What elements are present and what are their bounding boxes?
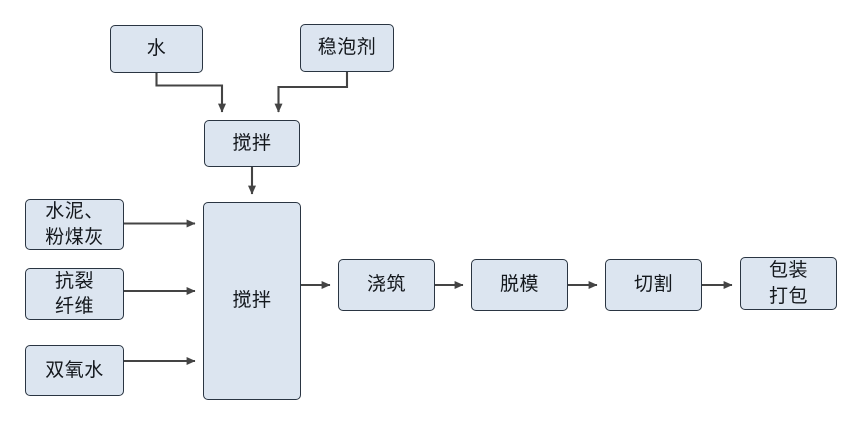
node-foam-agent[interactable]: 稳泡剂 [300,24,394,72]
node-cutting[interactable]: 切割 [605,259,702,311]
edge-water-to-mix1 [155,73,226,113]
node-peroxide[interactable]: 双氧水 [25,345,124,396]
edge-foam-to-mix1 [274,72,349,113]
node-casting[interactable]: 浇筑 [338,259,435,311]
node-mix-1[interactable]: 搅拌 [204,120,300,167]
node-mix-2[interactable]: 搅拌 [203,202,301,400]
node-fiber[interactable]: 抗裂 纤维 [25,268,124,320]
node-packaging[interactable]: 包装 打包 [740,257,837,310]
node-demolding[interactable]: 脱模 [471,259,568,311]
node-cement-ash[interactable]: 水泥、 粉煤灰 [25,199,124,250]
node-water[interactable]: 水 [110,25,203,73]
